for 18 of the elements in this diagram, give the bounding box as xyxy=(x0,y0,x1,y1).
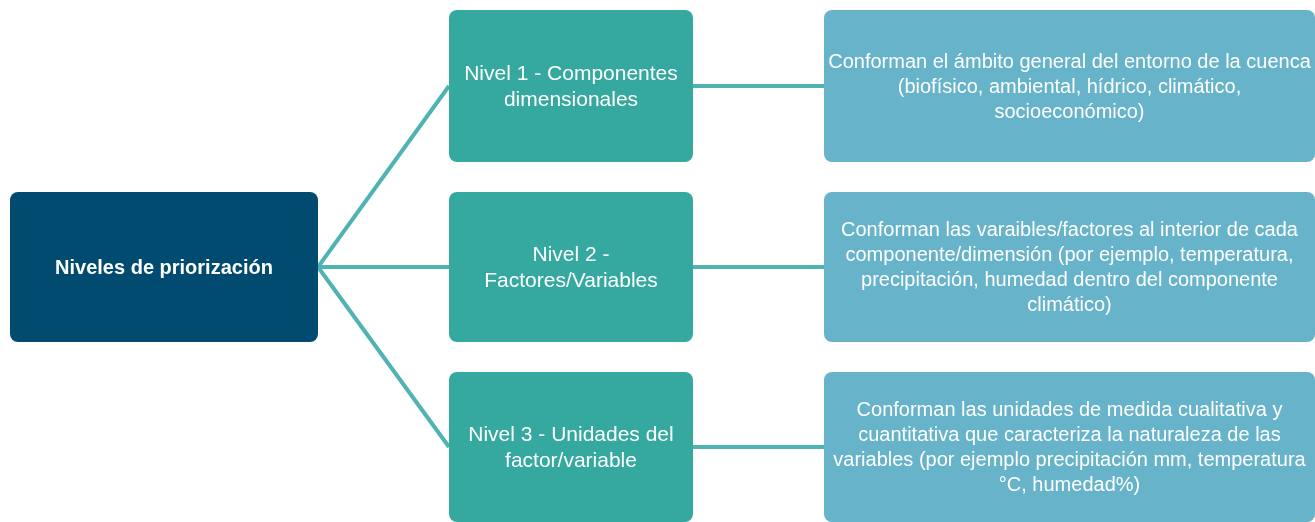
connector-line xyxy=(693,84,824,88)
description-box xyxy=(824,10,1315,162)
box-text: Conforman el ámbito general del entorno de la cuenca (biofísico, ambiental, hídrico, climático, socioeconómico) xyxy=(828,48,1311,124)
connector-line xyxy=(693,265,824,269)
box-text: Nivel 2 - Factores/Variables xyxy=(483,240,659,293)
box-text: Nivel 1 - Componentes dimensionales xyxy=(463,59,679,112)
box-text: Niveles de priorización xyxy=(55,254,273,280)
box-text: Conforman las varaibles/factores al interior de cada componente/dimensión (por ejemplo, temperatura, precipitación, humedad dentro del componente climático) xyxy=(840,217,1299,317)
level-box xyxy=(449,372,693,522)
description-box xyxy=(824,192,1315,342)
level-box xyxy=(449,10,693,162)
box-text: Conforman las unidades de medida cualitativa y cuantitativa que caracteriza la naturaleza de las variables (por ejemplo precipitación mm, temperatura °C, humedad%) xyxy=(832,397,1307,497)
root-box xyxy=(10,192,318,342)
level-box xyxy=(449,192,693,342)
connector-line xyxy=(318,265,449,269)
connector-line xyxy=(693,445,824,449)
box-text: Nivel 3 - Unidades del factor/variable xyxy=(467,420,675,473)
description-box xyxy=(824,372,1315,522)
